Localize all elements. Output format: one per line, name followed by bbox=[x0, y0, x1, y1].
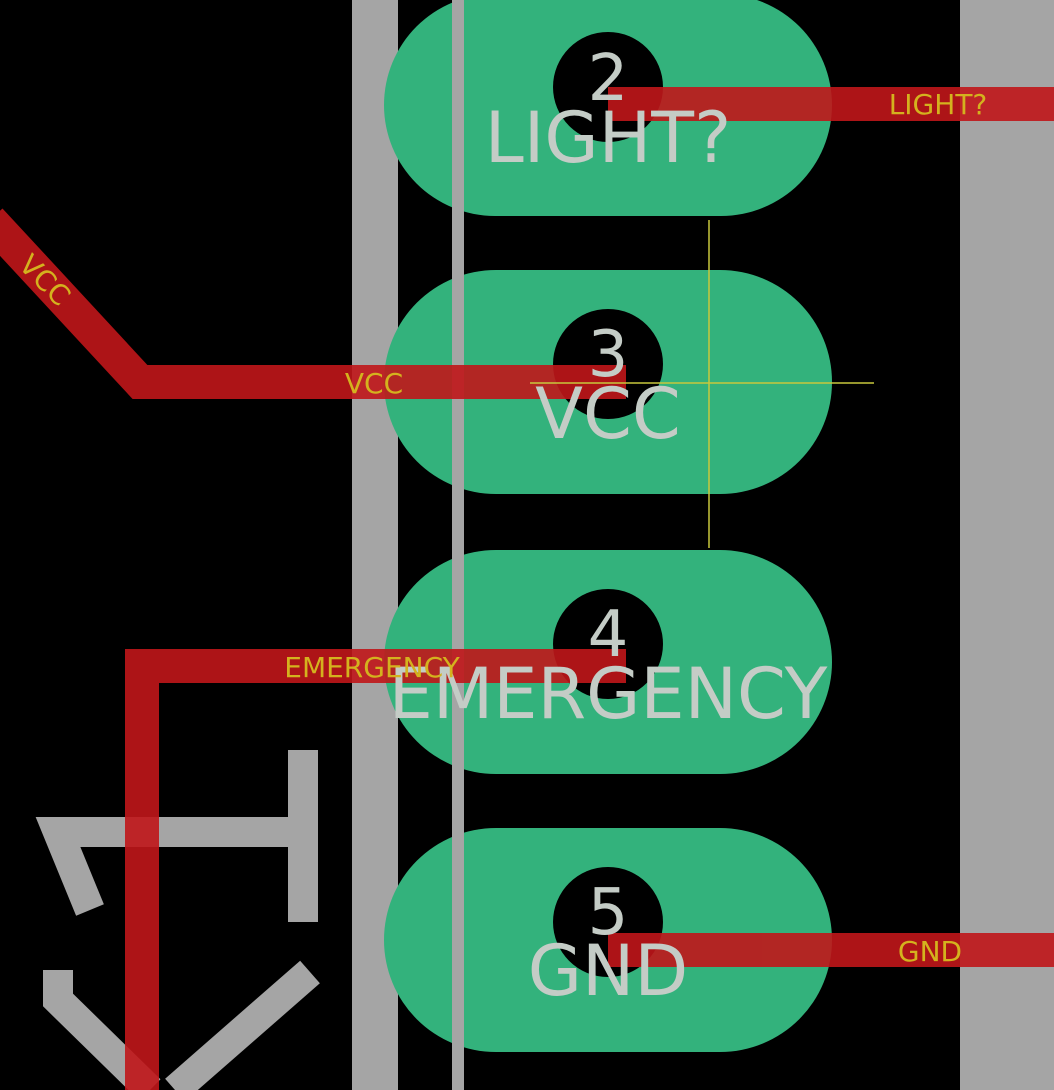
silkscreen-right-bar bbox=[960, 0, 1054, 1090]
copper-traces bbox=[0, 87, 1054, 1090]
silkscreen-inner-line bbox=[452, 0, 464, 1090]
trace-vcc[interactable] bbox=[0, 208, 626, 399]
trace-emergency[interactable] bbox=[125, 649, 626, 1090]
pad-3-number: 3 bbox=[588, 318, 629, 392]
pad-5-number: 5 bbox=[588, 876, 629, 950]
net-label-vcc: VCC bbox=[345, 367, 403, 400]
silkscreen-letter-k-fragment bbox=[35, 750, 320, 1090]
pad-2-number: 2 bbox=[588, 42, 629, 116]
net-label-light: LIGHT? bbox=[889, 88, 988, 121]
pad-4-number: 4 bbox=[588, 598, 629, 672]
net-label-emergency: EMERGENCY bbox=[284, 651, 460, 684]
pad-2-name: LIGHT? bbox=[485, 97, 731, 179]
silkscreen-frame bbox=[352, 0, 1054, 1090]
crosshair-cursor bbox=[530, 220, 874, 548]
net-label-gnd: GND bbox=[898, 935, 962, 968]
pad-5-name: GND bbox=[528, 930, 689, 1012]
pad-4-name: EMERGENCY bbox=[389, 653, 828, 735]
pad-3-name: VCC bbox=[535, 373, 681, 455]
